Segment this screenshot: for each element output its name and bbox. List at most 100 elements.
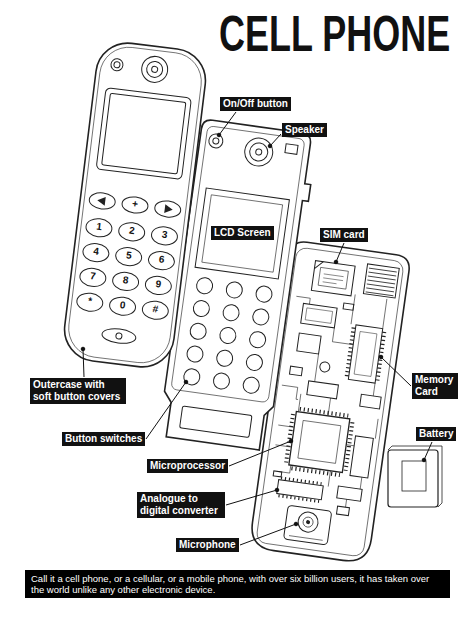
button-switch-set-part <box>189 322 207 340</box>
title-heading: CELL PHONE <box>219 8 450 60</box>
case-rim <box>65 44 204 366</box>
small-components-part <box>360 394 381 409</box>
key-label: 8 <box>117 274 135 290</box>
speaker-grille-part <box>366 268 397 296</box>
key-label: 2 <box>123 224 141 240</box>
callout-label: On/Off button <box>220 97 291 111</box>
leader-lines-part <box>334 260 338 264</box>
microphone-part-part <box>302 516 313 527</box>
leader-lines-part <box>81 347 85 351</box>
button-switch-set-part <box>225 281 243 299</box>
soft-button-covers-part <box>147 250 175 271</box>
leader-lines <box>81 112 432 545</box>
converter-chip-part <box>277 480 324 500</box>
soft-button-covers-part <box>79 267 107 288</box>
callout-text: On/Off button <box>223 98 288 110</box>
outer-case-part <box>151 66 158 73</box>
microprocessor-chip-part <box>286 414 293 463</box>
button-switch-set <box>183 277 273 395</box>
microprocessor-chip-part <box>289 411 350 472</box>
leader-lines-part <box>270 134 281 146</box>
leader-lines-part <box>381 357 411 386</box>
on-off-switch <box>208 133 224 149</box>
soft-button-covers-part <box>101 327 136 345</box>
callout-label: LCD Screen <box>211 226 274 240</box>
callout-label: Microphone <box>176 538 239 552</box>
outer-case-part <box>140 55 169 84</box>
battery-part-part <box>388 446 442 507</box>
callout-text: Microphone <box>179 539 236 551</box>
memory-card-chip-part <box>354 332 377 377</box>
callout-text: LCD Screen <box>214 227 271 239</box>
callout-label: Outercase with soft button covers <box>30 378 126 404</box>
callout-label: Analogue to digital converter <box>137 492 225 518</box>
key-label: 0 <box>114 298 132 314</box>
key-label: 1 <box>90 220 108 236</box>
callout-text: Microprocessor <box>150 460 225 472</box>
leader-lines-part <box>146 382 186 439</box>
microphone-part-part <box>297 511 320 534</box>
microphone-part-part <box>306 520 309 523</box>
speaker-part-part <box>255 149 262 156</box>
lcd-screen-part-part <box>202 195 283 272</box>
soft-button-covers-part <box>115 246 143 267</box>
converter-chip-part <box>278 496 319 502</box>
button-switch-set-part <box>255 285 273 303</box>
on-off-switch-part <box>208 133 224 149</box>
sim-card-slot-part <box>311 261 355 296</box>
memory-card-chip-part <box>348 325 382 383</box>
microprocessor-chip-part <box>346 422 353 471</box>
button-switch-set-part <box>186 345 204 363</box>
board-tab <box>285 144 298 155</box>
soft-button-covers-part <box>121 195 149 214</box>
speaker-part-part <box>243 136 275 168</box>
callout-label: Battery <box>416 427 456 441</box>
key-label: 6 <box>153 253 171 269</box>
leader-lines-part <box>240 524 296 545</box>
soft-button-covers-part <box>76 292 104 313</box>
soft-button-covers-part <box>150 225 178 246</box>
microprocessor-chip-part <box>298 420 341 463</box>
key-label: * <box>81 294 99 310</box>
small-components-part <box>307 381 339 399</box>
key-label: 3 <box>156 228 174 244</box>
leader-lines-part <box>226 490 277 505</box>
button-switch-set-part <box>196 277 214 295</box>
leader-lines-part <box>336 243 344 262</box>
small-components-part <box>350 436 373 478</box>
speaker-grille-part <box>363 264 399 298</box>
outer-case-part <box>110 58 123 71</box>
soft-button-covers-part <box>112 271 140 292</box>
callout-label: SIM card <box>320 228 368 242</box>
caption-band: Call it a cell phone, or a cellular, or … <box>25 570 450 598</box>
key-label: 7 <box>84 269 102 285</box>
leader-lines-part <box>268 144 272 148</box>
leader-lines-part <box>379 355 383 359</box>
microprocessor-chip <box>285 408 353 476</box>
key-label: 9 <box>150 278 168 294</box>
microprocessor-chip-part <box>291 468 340 475</box>
callout-text: Speaker <box>285 124 324 136</box>
memory-card-chip <box>346 325 384 384</box>
leader-lines-part <box>424 442 432 460</box>
leader-lines-part <box>219 112 236 135</box>
battery-part <box>388 446 442 507</box>
memory-card-chip-part <box>347 328 354 378</box>
button-switch-set-part <box>222 304 240 322</box>
battery-part-part <box>402 461 426 491</box>
board-connector <box>180 406 252 438</box>
small-components-part <box>305 308 332 324</box>
button-switch-set-part <box>242 376 260 394</box>
soft-button-covers-part <box>144 275 172 296</box>
button-switch-set-part <box>192 300 210 318</box>
callout-label: Button switches <box>62 432 145 446</box>
small-components-part <box>301 303 337 328</box>
small-components-part <box>336 506 349 516</box>
button-switch-set-part <box>216 349 234 367</box>
callout-text: SIM card <box>323 229 365 241</box>
soft-button-covers-part <box>85 217 113 238</box>
callout-text: Battery <box>419 428 453 440</box>
speaker-part <box>243 136 275 168</box>
soft-button-covers <box>72 191 181 348</box>
